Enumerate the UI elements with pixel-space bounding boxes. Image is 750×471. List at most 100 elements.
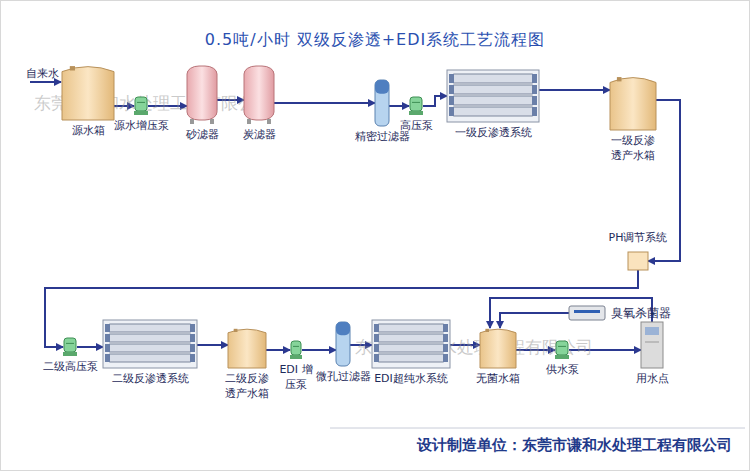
equipment-icon <box>134 97 148 115</box>
equipment-label: 源水箱 <box>72 124 105 139</box>
equipment: 二级反渗透系统 <box>103 320 197 368</box>
equipment: EDI 增压泵 <box>290 341 302 359</box>
cabinet-screen <box>645 327 659 335</box>
tank-body <box>480 329 516 368</box>
equipment-label: 供水泵 <box>546 363 579 378</box>
tank-valve <box>234 329 238 332</box>
equipment-label: 二级反渗透系统 <box>112 372 189 387</box>
pump-band <box>412 102 420 103</box>
membrane-tube <box>107 334 193 342</box>
tank-body <box>610 78 656 130</box>
equipment: 二级高压泵 <box>63 338 77 356</box>
equipment-icon <box>290 341 302 359</box>
pump-body <box>64 338 76 352</box>
filter-body <box>336 322 350 366</box>
equipment-icon <box>569 306 605 320</box>
equipment-label: EDI超纯水系统 <box>374 372 448 387</box>
equipment: 源水箱 <box>62 65 114 120</box>
tube-end <box>190 344 195 352</box>
membrane-tube <box>107 344 193 352</box>
tube-end <box>532 85 537 94</box>
tube-end <box>190 334 195 342</box>
tank-valve <box>617 77 622 81</box>
equipment-icon <box>610 76 656 130</box>
tube-end <box>105 344 110 352</box>
cabinet <box>641 322 663 368</box>
equipment-icon <box>62 65 114 120</box>
membrane-tube <box>376 344 446 352</box>
equipment-icon <box>409 97 423 115</box>
equipment: 砂滤器 <box>187 66 217 124</box>
tube-end <box>374 354 379 362</box>
tube-end <box>374 344 379 352</box>
pipe <box>77 346 103 348</box>
tank-valve <box>70 66 75 70</box>
pump-body <box>291 341 301 355</box>
tube-end <box>449 85 454 94</box>
equipment-label: 一级反渗透系统 <box>455 126 532 141</box>
membrane-tube <box>451 85 535 94</box>
equipment: 一级反渗透系统 <box>447 70 539 122</box>
pipe <box>274 102 375 104</box>
membrane-tube <box>107 354 193 362</box>
equipment-label: 微孔过滤器 <box>316 370 371 385</box>
equipment-icon <box>228 328 266 368</box>
tank-body <box>228 329 266 368</box>
equipment-label: EDI 增压泵 <box>278 363 314 393</box>
equipment-label: 二级反渗 透产水箱 <box>222 372 272 402</box>
inlet-label: 自来水 <box>26 66 59 81</box>
pump-base <box>63 352 77 356</box>
equipment-label: PH调节系统 <box>609 231 668 246</box>
tube-end <box>443 324 448 332</box>
membrane-tube <box>451 107 535 116</box>
equipment-label: 高压泵 <box>400 119 433 134</box>
equipment: 精密过滤器 <box>375 80 389 126</box>
rack-frame <box>372 320 450 368</box>
tube-end <box>105 324 110 332</box>
equipment: PH调节系统 <box>628 252 648 270</box>
membrane-tube <box>376 354 446 362</box>
equipment-icon <box>103 320 197 368</box>
equipment-label: 精密过滤器 <box>355 130 410 145</box>
tube-end <box>449 74 454 83</box>
cabinet-line <box>645 342 659 343</box>
pump-band <box>137 102 145 103</box>
vessel-leg <box>267 119 271 124</box>
equipment: 微孔过滤器 <box>336 322 350 366</box>
equipment-icon <box>372 320 450 368</box>
filter-body <box>375 80 389 126</box>
equipment-label: 一级反渗 透产水箱 <box>608 134 658 164</box>
equipment-label: 源水增压泵 <box>114 119 169 134</box>
equipment: 高压泵 <box>409 97 423 115</box>
pump-base <box>409 111 423 115</box>
rack-frame <box>103 320 197 368</box>
equipment-label: 炭滤器 <box>243 128 276 143</box>
equipment-icon <box>480 328 516 368</box>
pipe <box>500 313 569 328</box>
equipment-icon <box>628 252 648 270</box>
tube-end <box>449 107 454 116</box>
tube-end <box>374 324 379 332</box>
tube-end <box>532 74 537 83</box>
equipment-icon <box>187 66 217 124</box>
vessel-leg <box>247 119 251 124</box>
equipment-label: 二级高压泵 <box>43 360 98 375</box>
pump-base <box>134 111 148 115</box>
equipment-label: 砂滤器 <box>186 128 219 143</box>
pump-base <box>555 355 569 359</box>
membrane-tube <box>376 334 446 342</box>
pipe <box>423 96 447 106</box>
tube-end <box>532 96 537 105</box>
pump-body <box>135 97 147 111</box>
tube-end <box>190 354 195 362</box>
tube-end <box>105 354 110 362</box>
equipment-icon <box>375 80 389 126</box>
tube-end <box>374 334 379 342</box>
tube-end <box>105 334 110 342</box>
vessel-leg <box>190 119 194 124</box>
equipment: 臭氧杀菌器 <box>569 306 605 320</box>
equipment-icon <box>555 341 569 359</box>
filter-cap <box>336 322 350 335</box>
